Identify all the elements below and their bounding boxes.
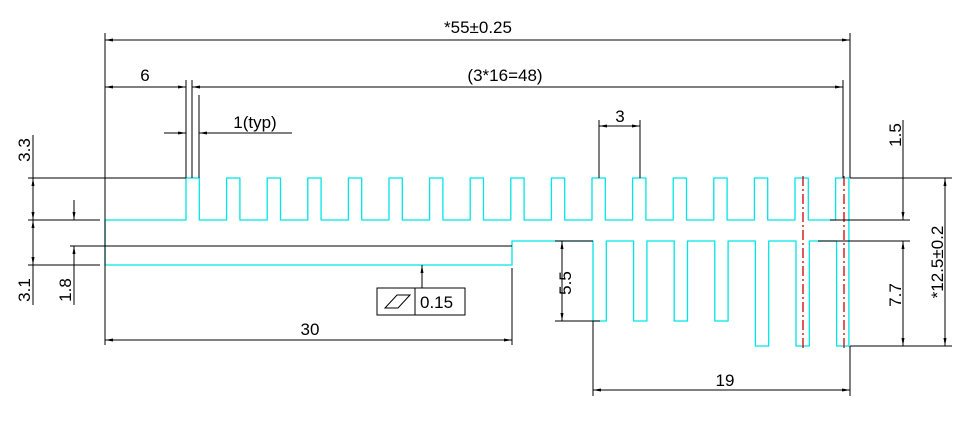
- groove-depth-label: 1.8: [56, 278, 75, 302]
- overall-width-label: *55±0.25: [444, 18, 512, 37]
- flatness-icon: [383, 294, 412, 309]
- fin-pitch-label: 3: [615, 107, 624, 126]
- fin-span-label: (3*16=48): [467, 66, 542, 85]
- overall-height-label: *12.5±0.2: [928, 226, 947, 299]
- flatness-value: 0.15: [420, 293, 453, 312]
- first-offset-label: 6: [140, 66, 149, 85]
- short-fin-height-label: 5.5: [556, 271, 575, 295]
- heatsink-profile: [104, 177, 850, 347]
- dimension-lines: [31, 38, 947, 392]
- top-fin-height-label: 3.3: [15, 138, 34, 162]
- extension-lines: [28, 33, 952, 396]
- lower-fin-span-label: 19: [716, 371, 735, 390]
- center-slab-label: 1.5: [886, 123, 905, 147]
- fin-thickness-label: 1(typ): [233, 113, 276, 132]
- base-length-label: 30: [301, 320, 320, 339]
- long-fin-height-label: 7.7: [886, 283, 905, 307]
- flatness-tolerance-frame: 0.15: [376, 287, 466, 316]
- base-thickness-label: 3.1: [15, 278, 34, 302]
